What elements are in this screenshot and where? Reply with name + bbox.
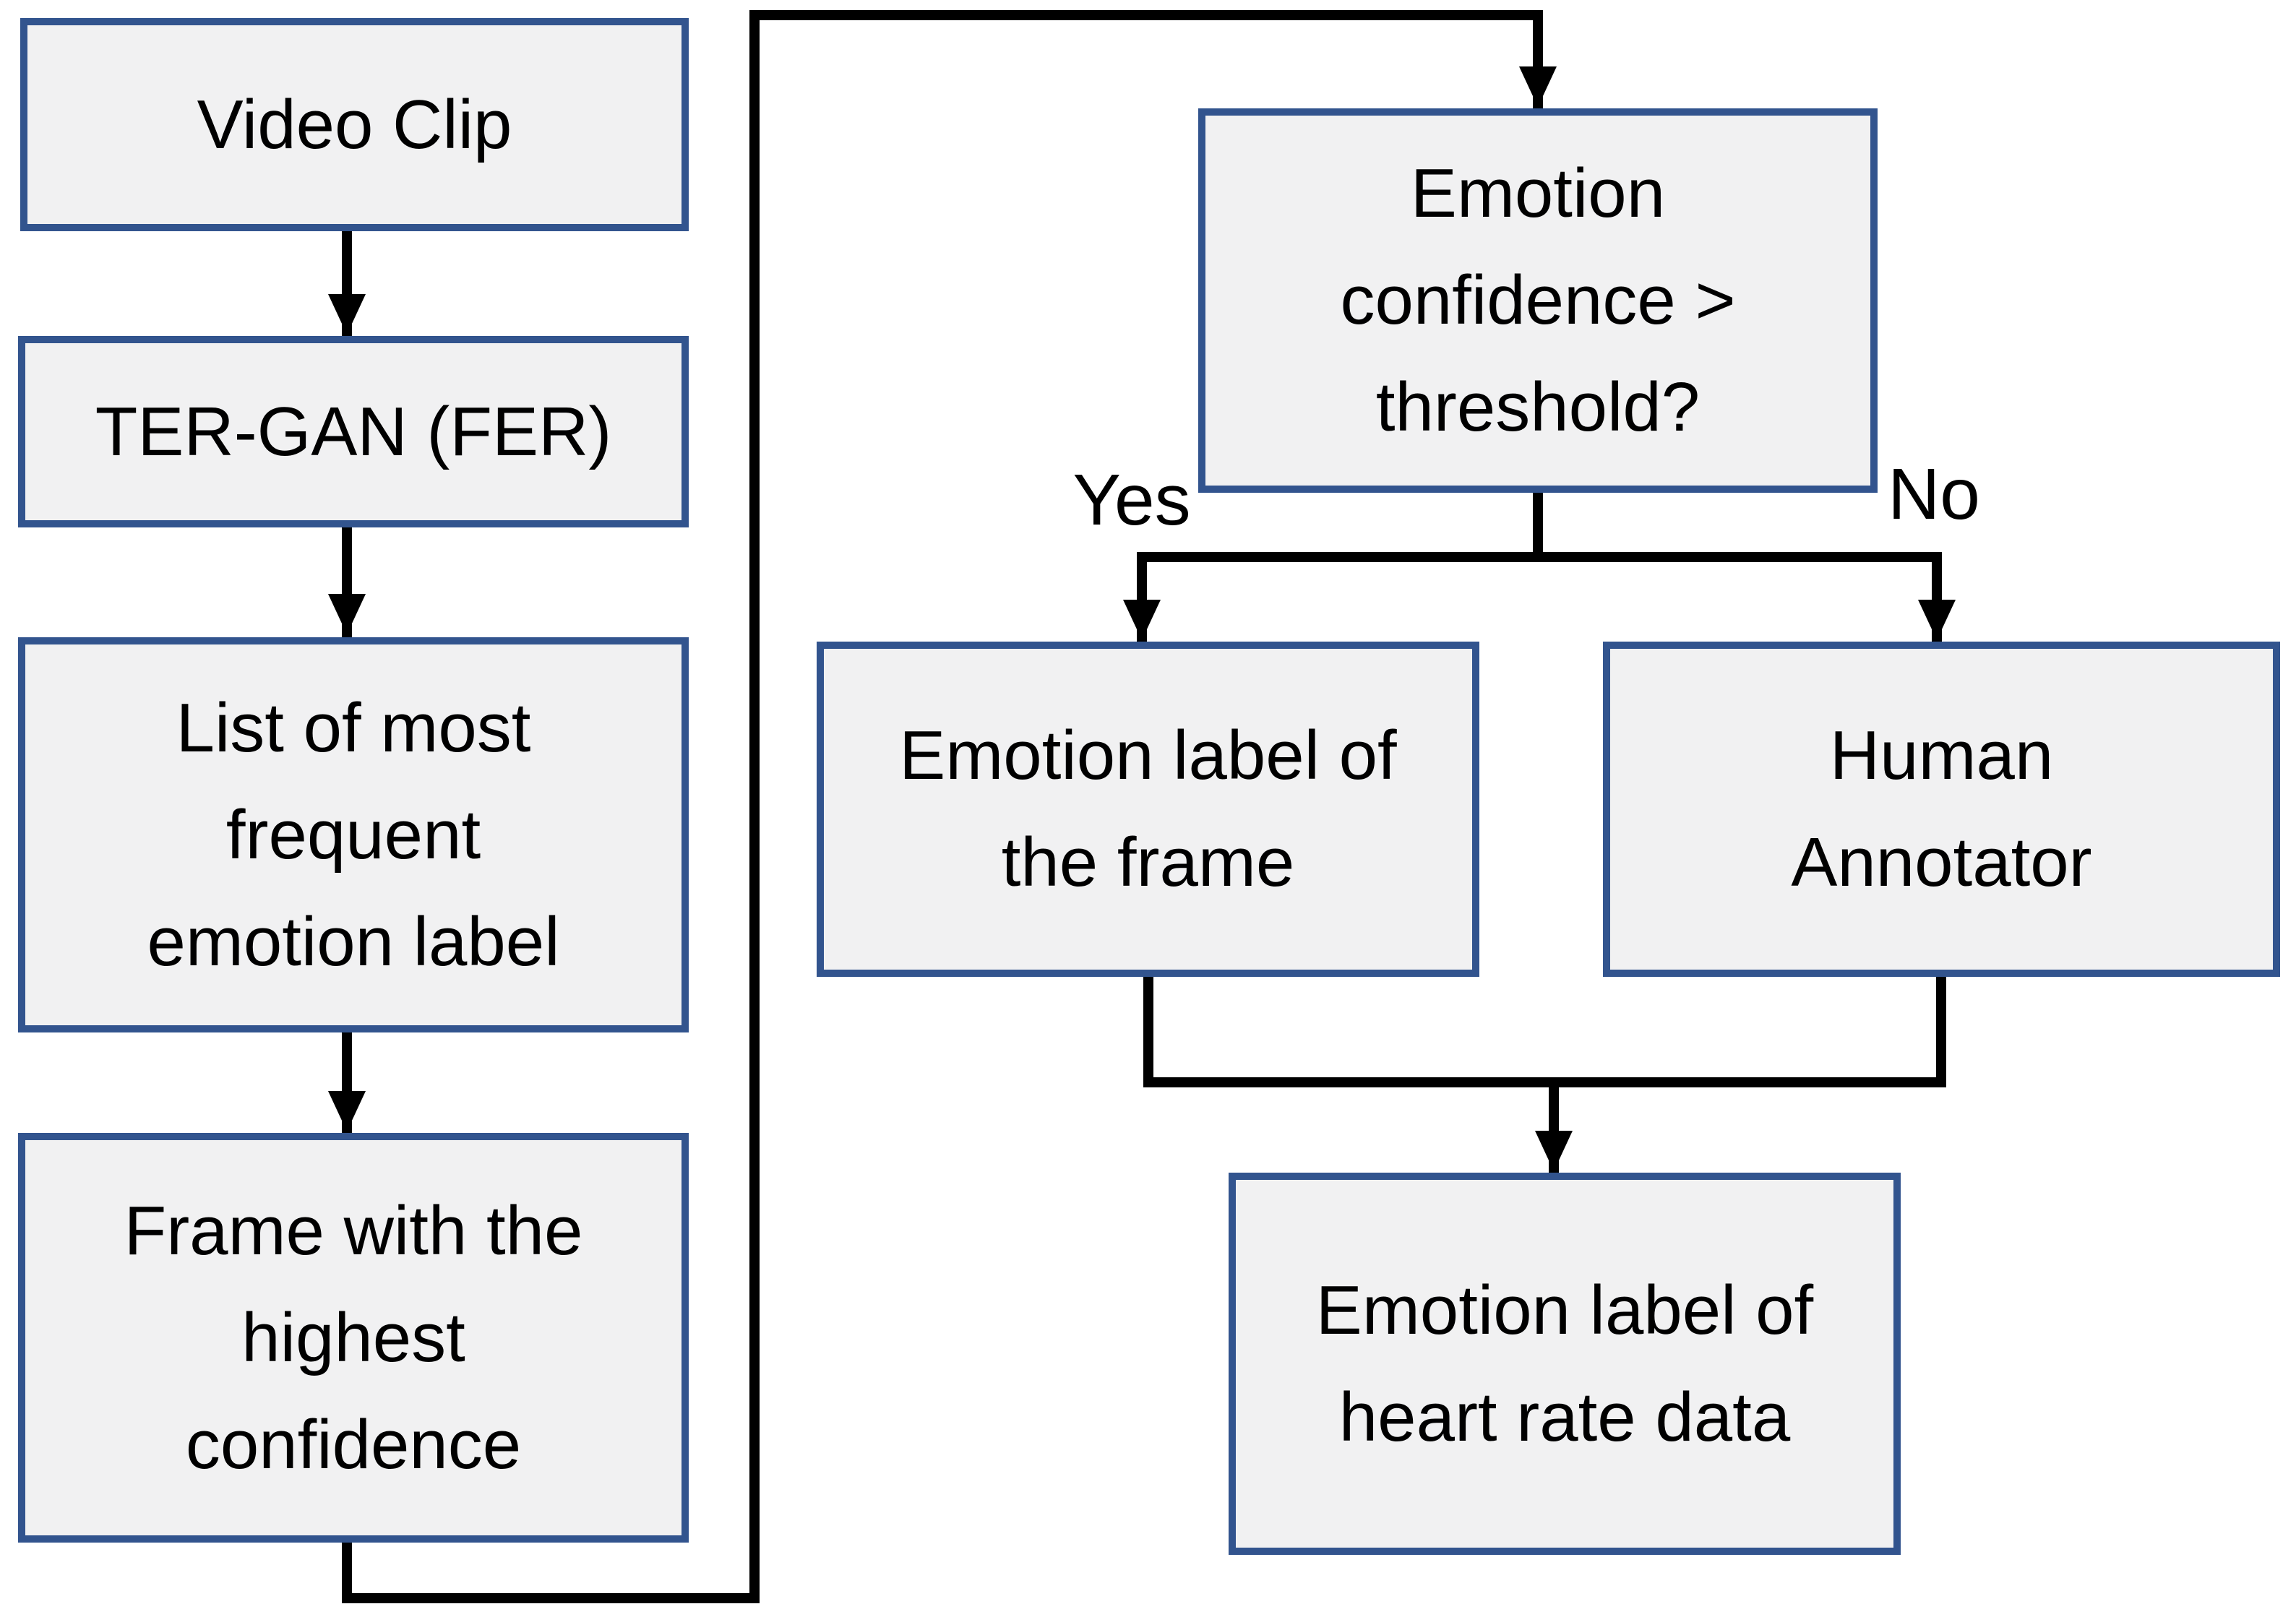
- node-emotion-label-hr-label: Emotion label of heart rate data: [1315, 1271, 1814, 1456]
- node-list-frequent: List of most frequent emotion label: [18, 637, 689, 1032]
- edge-frame-to-confidence: [342, 10, 1557, 1603]
- node-video-clip-label: Video Clip: [197, 85, 512, 163]
- node-confidence-check: Emotion confidence > threshold?: [1198, 108, 1878, 493]
- node-confidence-check-label: Emotion confidence > threshold?: [1340, 155, 1736, 446]
- node-frame-highest-label: Frame with the highest confidence: [124, 1191, 583, 1483]
- edge-label-yes: Yes: [1072, 460, 1191, 540]
- node-emotion-label-frame-label: Emotion label of the frame: [899, 717, 1397, 901]
- node-video-clip: Video Clip: [20, 18, 689, 231]
- node-emotion-label-frame: Emotion label of the frame: [817, 642, 1479, 977]
- node-ter-gan-label: TER-GAN (FER): [95, 392, 612, 470]
- node-human-annotator-label: Human Annotator: [1791, 717, 2092, 901]
- node-ter-gan: TER-GAN (FER): [18, 336, 689, 527]
- edge-label-no: No: [1888, 454, 1980, 535]
- node-human-annotator: Human Annotator: [1603, 642, 2280, 977]
- node-frame-highest: Frame with the highest confidence: [18, 1133, 689, 1543]
- node-emotion-label-hr: Emotion label of heart rate data: [1229, 1173, 1901, 1555]
- edge-merge-connector: [1143, 973, 1946, 1087]
- node-list-frequent-label: List of most frequent emotion label: [147, 689, 560, 980]
